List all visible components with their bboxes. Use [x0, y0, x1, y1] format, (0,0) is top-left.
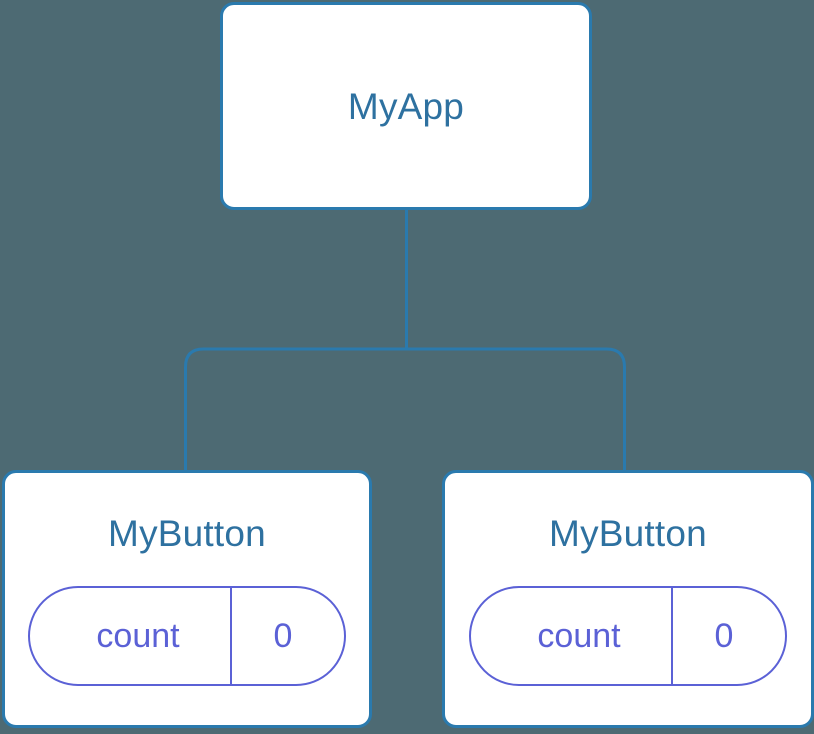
state-pill-divider	[230, 588, 232, 684]
component-node-title: MyButton	[549, 513, 707, 554]
state-value-label: 0	[714, 617, 734, 655]
component-node-mybutton-1[interactable]: MyButton count 0	[2, 470, 372, 728]
state-pill[interactable]: count 0	[469, 586, 787, 686]
component-node-myapp[interactable]: MyApp	[220, 2, 592, 210]
state-pill-divider	[671, 588, 673, 684]
component-node-mybutton-2[interactable]: MyButton count 0	[442, 470, 814, 728]
state-key-label: count	[96, 617, 180, 655]
state-pill[interactable]: count 0	[28, 586, 346, 686]
state-value-label: 0	[273, 617, 293, 655]
component-node-title: MyApp	[347, 85, 465, 127]
state-key-label: count	[537, 617, 621, 655]
connector-branch-left	[184, 347, 407, 470]
connector-branch-right	[406, 347, 626, 470]
component-node-title: MyButton	[108, 513, 266, 554]
